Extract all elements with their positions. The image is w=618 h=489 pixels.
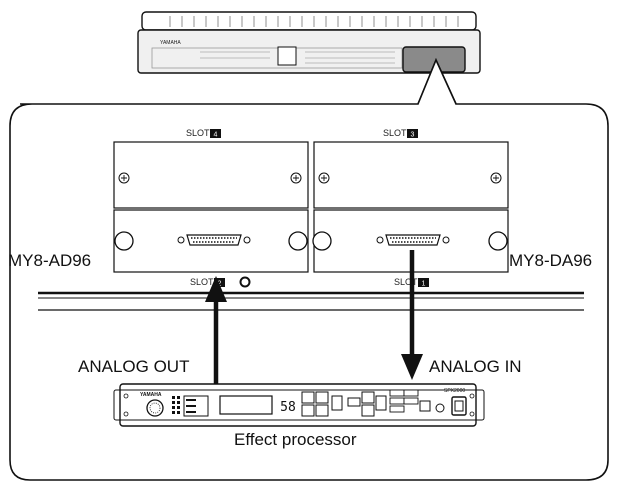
thumbscrew-icon [312, 231, 332, 251]
thumbscrew-icon [114, 231, 134, 251]
right-card-label: MY8-DA96 [509, 251, 593, 270]
thumbscrew-icon [288, 231, 308, 251]
analog-out-label: ANALOG OUT [78, 357, 190, 376]
slot-3-blank-panel [313, 141, 509, 209]
cursor-buttons-icon [347, 391, 387, 417]
console-brand: YAMAHA [160, 40, 181, 46]
thumbscrew-icon [488, 231, 508, 251]
analog-in-label: ANALOG IN [429, 357, 522, 376]
lcd-display [219, 395, 273, 415]
slot-2-label: SLOT 2 [190, 276, 251, 288]
svg-text:SLOT: SLOT [394, 277, 418, 287]
svg-text:SLOT: SLOT [383, 128, 407, 138]
d-sub-connector-icon [376, 234, 450, 246]
parameter-buttons-icon [301, 391, 343, 417]
rear-panel-edge [38, 291, 584, 311]
svg-text:SLOT: SLOT [190, 277, 214, 287]
console-rear-panel-detail [200, 51, 395, 64]
headphone-jack-icon [435, 403, 445, 413]
slot-1-number: 1 [422, 281, 426, 288]
console-fader-strip [169, 16, 459, 27]
slot-3-number: 3 [411, 132, 415, 139]
function-buttons-icon [389, 389, 419, 413]
slot-4-label: SLOT 4 [186, 128, 221, 139]
slot-4-blank-panel [113, 141, 309, 209]
program-number-display: 58 [280, 400, 296, 415]
slot-2-number: 2 [218, 281, 222, 288]
slot-1-label: SLOT 1 [394, 277, 429, 288]
effect-processor-unit: YAMAHA 58 SPX2000 [113, 383, 485, 427]
mixing-console: YAMAHA [137, 11, 481, 74]
analog-in-arrow [401, 250, 423, 380]
processor-brand: YAMAHA [140, 392, 162, 398]
processor-model: SPX2000 [444, 388, 465, 394]
slot-2-card-ad96 [113, 209, 309, 273]
analog-out-arrow [205, 276, 227, 384]
svg-text:SLOT: SLOT [186, 128, 210, 138]
left-card-label: MY8-AD96 [8, 251, 92, 270]
zoom-callout-outline [9, 57, 609, 481]
effect-processor-caption: Effect processor [234, 430, 357, 449]
zoom-callout-pointer [417, 57, 457, 105]
input-knob-icon [146, 399, 164, 417]
d-sub-connector-icon [177, 234, 251, 246]
footswitch-jack-icon [419, 400, 431, 412]
slot-4-number: 4 [214, 132, 218, 139]
level-meter-icon [172, 396, 180, 414]
slot-3-label: SLOT 3 [383, 128, 418, 139]
